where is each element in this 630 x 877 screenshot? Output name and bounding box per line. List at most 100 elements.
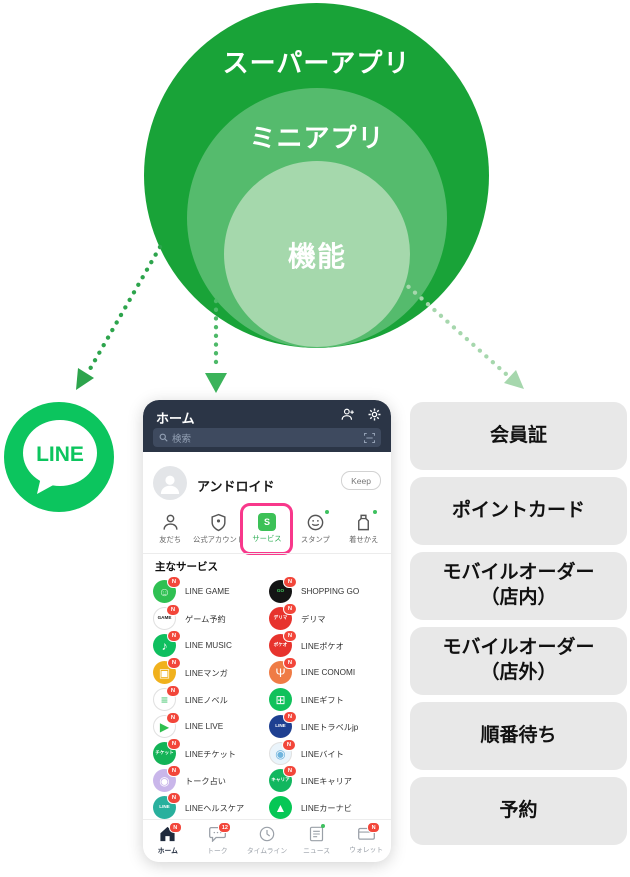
profile-name: アンドロイド [197, 479, 275, 494]
service-label: LINEチケット [185, 749, 236, 759]
service-row[interactable]: デリマ N デリマ [269, 603, 387, 632]
qr-scan-icon[interactable] [364, 432, 375, 443]
tab-label: ホーム [157, 848, 178, 855]
service-label: LINEノベル [185, 695, 228, 705]
search-icon [159, 433, 168, 442]
service-icon-glyph: ◉ [275, 746, 286, 761]
settings-gear-icon[interactable] [368, 408, 381, 421]
service-row[interactable]: ☺ N LINE GAME [153, 576, 265, 605]
service-icon: デリマ N [269, 603, 297, 630]
service-row[interactable]: ♪ N LINE MUSIC [153, 630, 265, 659]
tab-wallet[interactable]: N ウォレット [341, 820, 391, 862]
services-column-left: ☺ N LINE GAME GAME N ゲーム予約 ♪ N LINE MUSI… [153, 576, 265, 821]
service-row[interactable]: ⊞ LINEギフト [269, 686, 387, 713]
service-row[interactable]: ▣ N LINEマンガ [153, 657, 265, 686]
services-column-right: GO N SHOPPING GO デリマ N デリマ ポケオ N LINEポケオ… [269, 576, 387, 821]
service-label: トーク占い [185, 776, 226, 786]
feature-list: 会員証 ポイントカード モバイルオーダー （店内） モバイルオーダー （店外） … [410, 402, 627, 845]
friends-person-icon [163, 514, 178, 530]
line-app-screenshot: ホーム 検索 [143, 400, 391, 862]
bottom-tab-bar: N ホーム 12 トーク タイムライン [143, 819, 391, 862]
tab-home[interactable]: N ホーム [143, 820, 193, 862]
service-icon: ⊞ [269, 688, 292, 711]
service-row[interactable]: ◉ N トーク占い [153, 765, 265, 794]
service-label: LINEヘルスケア [185, 803, 245, 813]
venn-label-super-app: スーパーアプリ [222, 48, 411, 78]
services-icon: S [257, 513, 276, 531]
menu-label: 友だち [159, 535, 182, 544]
service-row[interactable]: GAME N ゲーム予約 [153, 604, 265, 632]
service-icon-glyph: キャリア [271, 777, 290, 783]
service-icon-glyph: Ψ [275, 665, 286, 680]
tab-timeline[interactable]: タイムライン [242, 820, 292, 862]
service-row[interactable]: GO N SHOPPING GO [269, 576, 387, 605]
line-logo: LINE [3, 401, 115, 513]
menu-item-services[interactable]: S サービス [240, 503, 294, 555]
service-icon-glyph: LINE [159, 804, 170, 810]
service-row[interactable]: LINE N LINEトラベルjp [269, 711, 387, 740]
arrow-to-line-logo [87, 244, 163, 372]
service-icon: LINE N [153, 792, 181, 819]
feature-box: 予約 [410, 777, 627, 845]
keep-button[interactable]: Keep [341, 471, 381, 490]
service-icon: ▲ [269, 796, 292, 819]
service-label: LINE GAME [185, 587, 230, 596]
service-label: LINE MUSIC [185, 641, 232, 650]
service-row[interactable]: LINE N LINEヘルスケア [153, 792, 265, 821]
tab-news[interactable]: ニュース [292, 820, 342, 862]
service-label: LINEバイト [301, 749, 344, 759]
official-account-shield-icon [211, 513, 226, 532]
feature-box: モバイルオーダー （店内） [410, 552, 627, 620]
service-new-badge: N [167, 630, 181, 642]
theme-brush-icon [358, 514, 370, 531]
service-label: LINEギフト [301, 695, 344, 705]
service-new-badge: N [167, 765, 181, 777]
service-icon: ◉ N [269, 739, 296, 765]
add-friend-icon[interactable] [341, 408, 355, 421]
header-title: ホーム [156, 411, 195, 426]
service-new-badge: N [282, 739, 296, 751]
service-row[interactable]: ポケオ N LINEポケオ [269, 630, 387, 659]
feature-box: 順番待ち [410, 702, 627, 770]
feature-box: ポイントカード [410, 477, 627, 545]
service-icon: GAME N [153, 604, 180, 630]
service-icon: ▣ N [153, 657, 181, 684]
line-logo-text: LINE [36, 443, 84, 466]
service-icon-glyph: GO [276, 588, 285, 594]
service-row[interactable]: キャリア N LINEキャリア [269, 765, 387, 794]
service-icon-glyph: ポケオ [273, 642, 288, 648]
service-new-badge: N [167, 738, 181, 750]
tab-label: ウォレット [349, 847, 384, 854]
service-label: LINE CONOMI [301, 668, 356, 677]
menu-item-themes[interactable]: 着せかえ [340, 506, 387, 552]
service-icon: ≡ N [153, 685, 180, 711]
service-icon-glyph: ⊞ [275, 692, 286, 707]
service-row[interactable]: ◉ N LINEバイト [269, 739, 387, 767]
service-row[interactable]: チケット N LINEチケット [153, 738, 265, 767]
service-row[interactable]: ▶ N LINE LIVE [153, 712, 265, 740]
service-label: LINEキャリア [301, 776, 352, 786]
service-new-badge: N [167, 792, 181, 804]
tab-label: タイムライン [246, 848, 288, 855]
arrowhead-to-line-logo [76, 368, 94, 390]
service-row[interactable]: ▲ LINEカーナビ [269, 794, 387, 821]
menu-item-stickers[interactable]: スタンプ [292, 506, 339, 552]
menu-item-friends[interactable]: 友だち [147, 506, 194, 552]
avatar[interactable] [153, 466, 187, 500]
service-label: LINEマンガ [185, 668, 228, 678]
divider [143, 553, 391, 554]
search-bar[interactable]: 検索 [153, 428, 381, 447]
venn-circle-function: 機能 [224, 161, 410, 347]
line-logo-bubble [23, 420, 97, 486]
tab-chats[interactable]: 12 トーク [193, 820, 243, 862]
shortcut-menu: 友だち 公式アカウント S サービス スタンプ [146, 503, 388, 555]
news-icon [309, 826, 324, 842]
service-new-badge: N [283, 630, 297, 642]
service-row[interactable]: ≡ N LINEノベル [153, 685, 265, 713]
service-row[interactable]: Ψ N LINE CONOMI [269, 657, 387, 686]
menu-item-official-account[interactable]: 公式アカウント [193, 506, 244, 552]
arrowhead-to-phone [205, 373, 227, 393]
venn-label-function: 機能 [287, 241, 346, 272]
service-label: デリマ [301, 614, 326, 624]
